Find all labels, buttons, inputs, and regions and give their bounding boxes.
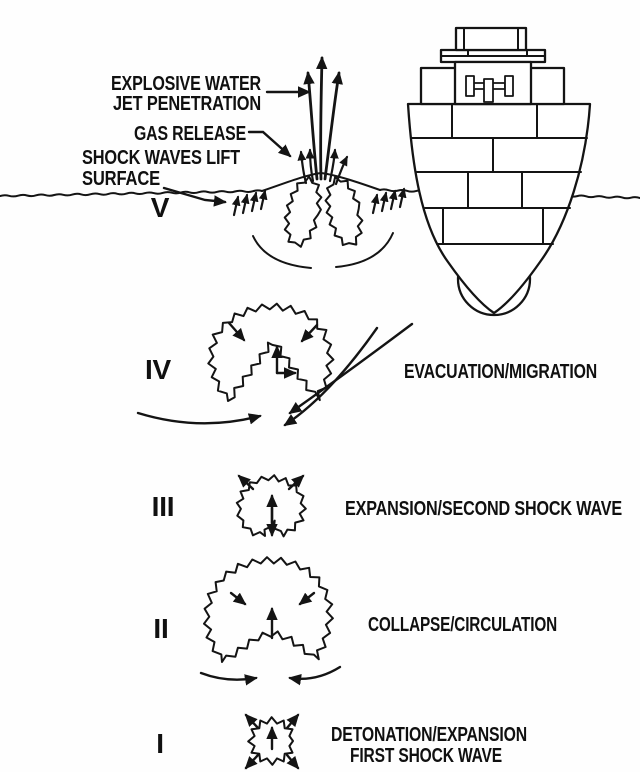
- ship: [406, 26, 592, 317]
- stage-ii-bubble: [203, 556, 334, 663]
- migration-sweep-right-1: [288, 322, 414, 415]
- gas-release-arrows: [297, 148, 349, 186]
- under-bubble-arc-right: [335, 232, 394, 268]
- stage-iii-bubble: [235, 474, 307, 538]
- water-jet-arrows: [303, 56, 343, 181]
- stage-iii-numeral: III: [152, 491, 175, 522]
- surface-lift-arrows-right: [370, 187, 407, 215]
- water-surface-left: [0, 189, 263, 198]
- hull-plating: [411, 103, 588, 245]
- surface-lift-arrows-left: [231, 189, 268, 217]
- bubble-lobe-left: [283, 175, 323, 248]
- stage-v-surface-effect: EXPLOSIVE WATER JET PENETRATION GAS RELE…: [0, 56, 640, 269]
- leader-gas-release: [247, 130, 292, 158]
- stage-i-numeral: I: [156, 728, 164, 759]
- callout-leader-arrows: [162, 86, 311, 207]
- stage-iv-evacuation: IV EVACUATION/MIGRATION: [136, 302, 597, 427]
- mast-fitting-icon: [465, 75, 514, 103]
- stage-iii-expansion: III EXPANSION/SECOND SHOCK WAVE: [152, 474, 622, 538]
- stage-iv-numeral: IV: [145, 354, 172, 385]
- stage-v-numeral: V: [151, 192, 170, 223]
- superstructure: [419, 26, 566, 106]
- callout-gas-release: GAS RELEASE: [134, 123, 246, 145]
- under-bubble-arc-left: [252, 235, 312, 269]
- leader-shock-waves: [162, 186, 227, 207]
- callout-surface: SURFACE: [82, 168, 160, 190]
- stage-iv-bubble: [207, 302, 335, 402]
- stage-i-label-line2: FIRST SHOCK WAVE: [350, 745, 502, 767]
- circulation-arrow-right: [288, 665, 342, 686]
- circulation-arrow-left: [199, 671, 258, 686]
- stage-i-bubble: [247, 716, 294, 766]
- stage-iii-label: EXPANSION/SECOND SHOCK WAVE: [345, 498, 622, 520]
- stage-iv-label: EVACUATION/MIGRATION: [404, 361, 597, 383]
- stage-ii-collapse: II COLLAPSE/CIRCULATION: [153, 556, 557, 686]
- stage-ii-numeral: II: [153, 613, 168, 644]
- callout-jet-penetration: JET PENETRATION: [113, 93, 261, 115]
- migration-sweep-left: [136, 411, 262, 425]
- stage-ii-label: COLLAPSE/CIRCULATION: [368, 614, 557, 636]
- stage-i-label-line1: DETONATION/EXPANSION: [331, 724, 527, 746]
- bubble-lobe-right: [324, 176, 364, 247]
- migration-sweep-right-2: [283, 326, 379, 427]
- callout-explosive-water: EXPLOSIVE WATER: [111, 73, 262, 95]
- stage-i-detonation: I DETONATION/EXPANSION FIRST SHOCK WAVE: [156, 713, 527, 770]
- callout-shock-waves-lift: SHOCK WAVES LIFT: [82, 147, 240, 169]
